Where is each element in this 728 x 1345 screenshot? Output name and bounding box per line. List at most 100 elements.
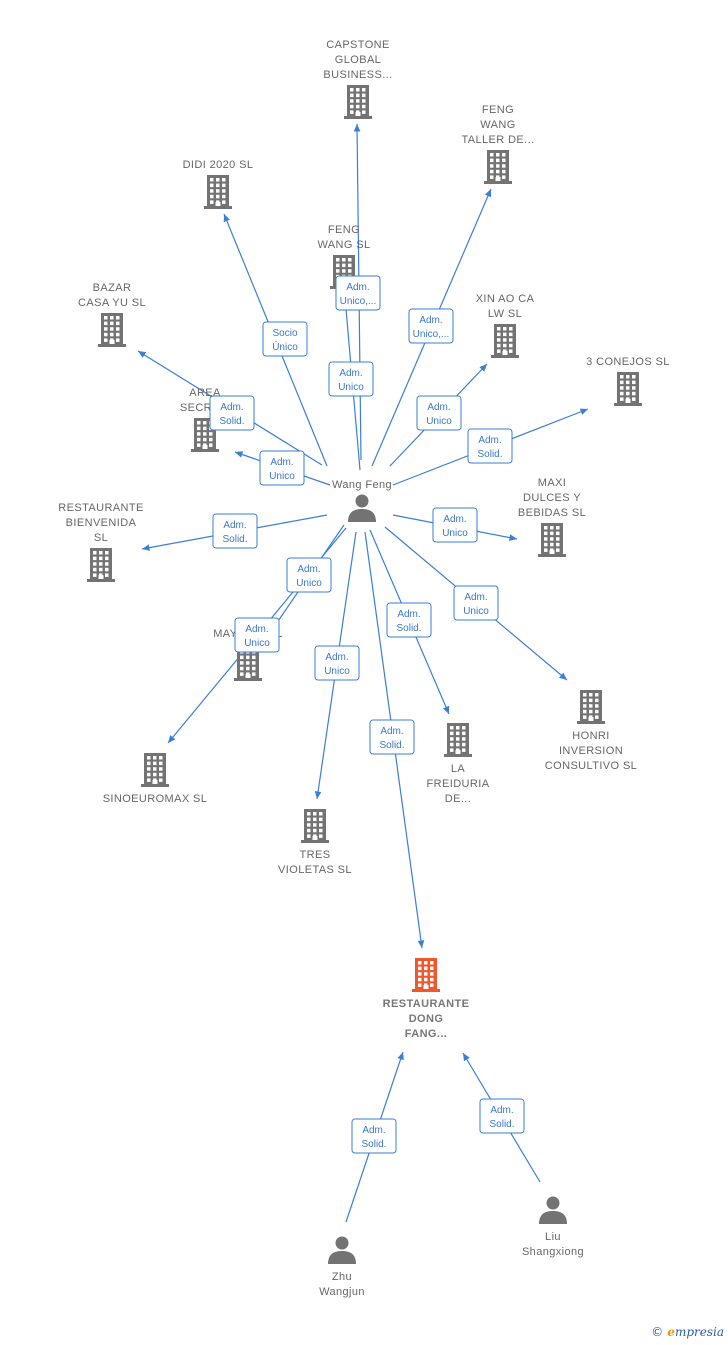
node-dongfang[interactable]: RESTAURANTEDONGFANG... (383, 958, 470, 1040)
edge-label-line: Adm. (380, 726, 403, 737)
node-label: CAPSTONE (326, 39, 390, 51)
building-icon (412, 958, 440, 992)
edge-label[interactable]: Adm.Unico,... (335, 275, 381, 311)
logo-e: e (667, 1325, 675, 1339)
person-icon (328, 1236, 356, 1264)
node-label: CASA YU SL (78, 297, 146, 309)
edge-label-box (386, 602, 432, 638)
node-label: XIN AO CA (476, 293, 535, 305)
edge-label-box (335, 275, 381, 311)
edge-label[interactable]: Adm.Unico (259, 450, 305, 486)
building-icon (577, 690, 605, 724)
node-sinoeuromax[interactable]: SINOEUROMAX SL (103, 753, 208, 805)
edge-label-box (259, 450, 305, 486)
edge-label[interactable]: Adm.Solid. (212, 513, 258, 549)
node-label: BIENVENIDA (66, 517, 137, 529)
edge-label-line: Solid. (489, 1119, 514, 1130)
edge-label[interactable]: Adm.Solid. (479, 1098, 525, 1134)
edge-label-line: Unico (296, 578, 322, 589)
node-label: MAXI (538, 477, 567, 489)
edge-label-box (416, 395, 462, 431)
edge-label[interactable]: Adm. Unico (328, 361, 374, 397)
building-icon (204, 175, 232, 209)
node-label: WANG SL (317, 239, 370, 251)
node-label: LW SL (488, 308, 522, 320)
edge-label[interactable]: Adm.Solid. (369, 719, 415, 755)
edge-label[interactable]: Adm. Unico (234, 617, 280, 653)
building-icon (484, 150, 512, 184)
node-label: TALLER DE... (461, 134, 534, 146)
node-capstone[interactable]: CAPSTONEGLOBALBUSINESS... (323, 39, 392, 119)
node-label: VIOLETAS SL (278, 864, 352, 876)
edge-label-box (286, 557, 332, 593)
edge-label[interactable]: Adm.Unico (453, 585, 499, 621)
edge-label-box (262, 321, 308, 357)
building-icon (141, 753, 169, 787)
edge-label-line: Unico (442, 528, 468, 539)
edge-label-line: Solid. (477, 449, 502, 460)
edge-label-box (432, 507, 478, 543)
node-freiduria[interactable]: LAFREIDURIADE... (427, 723, 490, 805)
node-label: GLOBAL (335, 54, 381, 66)
node-label: HONRI (572, 730, 609, 742)
building-icon (344, 85, 372, 119)
building-icon (301, 809, 329, 843)
edge-label-line: Adm. (478, 435, 501, 446)
node-label: Shangxiong (522, 1246, 584, 1258)
edge-label-line: Unico (338, 382, 364, 393)
node-xinao[interactable]: XIN AO CA LW SL (476, 293, 535, 358)
edge-label-line: Adm. (245, 624, 268, 635)
edge-label-box (212, 513, 258, 549)
edge-label-line: Solid. (222, 534, 247, 545)
edge-label[interactable]: Adm.Solid. (386, 602, 432, 638)
edge-label-line: Solid. (219, 416, 244, 427)
edge-label-line: Adm. (339, 368, 362, 379)
edge-label[interactable]: Adm. Solid. (467, 428, 513, 464)
node-label: FREIDURIA (427, 778, 490, 790)
edge-label-box (369, 719, 415, 755)
edge-label-line: Unico (324, 666, 350, 677)
edge-label[interactable]: Adm.Solid. (351, 1118, 397, 1154)
logo-text: mpresia (674, 1325, 724, 1339)
edge-label[interactable]: Adm.Unico (286, 557, 332, 593)
edge-label[interactable]: Adm.Unico,... (408, 308, 454, 344)
node-label: SL (94, 532, 108, 544)
edge-label-line: Unico (244, 638, 270, 649)
edge-label-line: Adm. (346, 282, 369, 293)
edge-label[interactable]: Adm.Unico (314, 645, 360, 681)
edge-label-line: Adm. (220, 402, 243, 413)
node-label: FENG (482, 104, 514, 116)
building-icon (98, 313, 126, 347)
copyright-symbol: © (651, 1325, 664, 1339)
empresia-logo[interactable]: ©empresia (651, 1325, 724, 1339)
edge-label-box (209, 395, 255, 431)
building-icon (538, 523, 566, 557)
node-label: Wangjun (319, 1286, 365, 1298)
node-label: DE... (445, 793, 471, 805)
node-didi[interactable]: DIDI 2020 SL (183, 159, 254, 209)
edge-label-box (453, 585, 499, 621)
node-label: FANG... (405, 1028, 448, 1040)
edge-label-line: Adm. (270, 457, 293, 468)
edge-label[interactable]: Adm.Unico (416, 395, 462, 431)
edge-label[interactable]: Adm. Solid. (209, 395, 255, 431)
edge-label-box (351, 1118, 397, 1154)
node-3conejos[interactable]: 3 CONEJOS SL (586, 356, 670, 406)
edge-label[interactable]: Adm.Unico (432, 507, 478, 543)
person-icon (348, 494, 376, 522)
person-icon (539, 1196, 567, 1224)
edge-label-box (479, 1098, 525, 1134)
edge-label-line: Adm. (397, 609, 420, 620)
building-icon (491, 324, 519, 358)
node-wangfeng[interactable]: Wang Feng (332, 479, 392, 522)
